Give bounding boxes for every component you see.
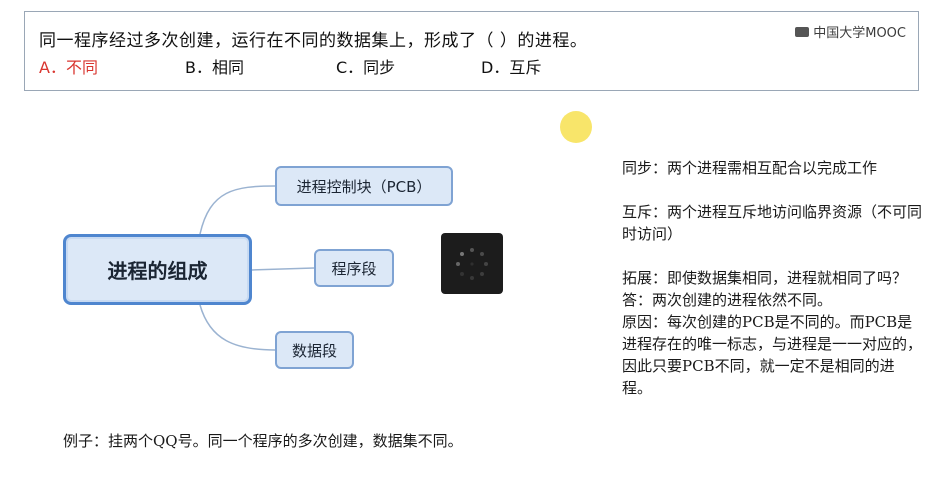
notes-panel: 同步：两个进程需相互配合以完成工作 互斥：两个进程互斥地访问临界资源（不可同时访… (622, 157, 922, 399)
connector-program (251, 267, 315, 271)
mooc-logo-text: 中国大学MOOC (813, 26, 906, 41)
question-box: 同一程序经过多次创建，运行在不同的数据集上，形成了（ ）的进程。 中国大学MOO… (24, 11, 919, 91)
mindmap-node-pcb: 进程控制块（PCB） (275, 166, 453, 206)
mooc-logo-icon (795, 26, 810, 37)
note-sync: 同步：两个进程需相互配合以完成工作 (622, 159, 878, 177)
loading-spinner (441, 233, 503, 294)
pointer-highlight-icon (560, 111, 592, 143)
option-a[interactable]: A．不同 (39, 58, 98, 77)
mindmap-node-data: 数据段 (275, 331, 354, 369)
note-extension: 拓展：即使数据集相同，进程就相同了吗？ (622, 269, 908, 287)
connector-pcb (199, 185, 276, 235)
option-b[interactable]: B．相同 (185, 58, 244, 77)
mindmap-root-node: 进程的组成 (63, 234, 252, 305)
example-text: 例子：挂两个QQ号。同一个程序的多次创建，数据集不同。 (63, 432, 463, 450)
question-text: 同一程序经过多次创建，运行在不同的数据集上，形成了（ ）的进程。 (39, 31, 588, 51)
spinner-icon (456, 247, 488, 280)
note-mutex: 互斥：两个进程互斥地访问临界资源（不可同时访问） (622, 203, 923, 243)
option-c[interactable]: C．同步 (336, 58, 396, 77)
option-d[interactable]: D．互斥 (481, 58, 542, 77)
note-answer: 答：两次创建的进程依然不同。 (622, 291, 833, 309)
mindmap-node-program: 程序段 (314, 249, 394, 287)
note-reason: 原因：每次创建的PCB是不同的。而PCB是进程存在的唯一标志，与进程是一一对应的… (622, 313, 923, 397)
connector-data (199, 304, 276, 351)
mooc-logo: 中国大学MOOC (795, 22, 906, 41)
